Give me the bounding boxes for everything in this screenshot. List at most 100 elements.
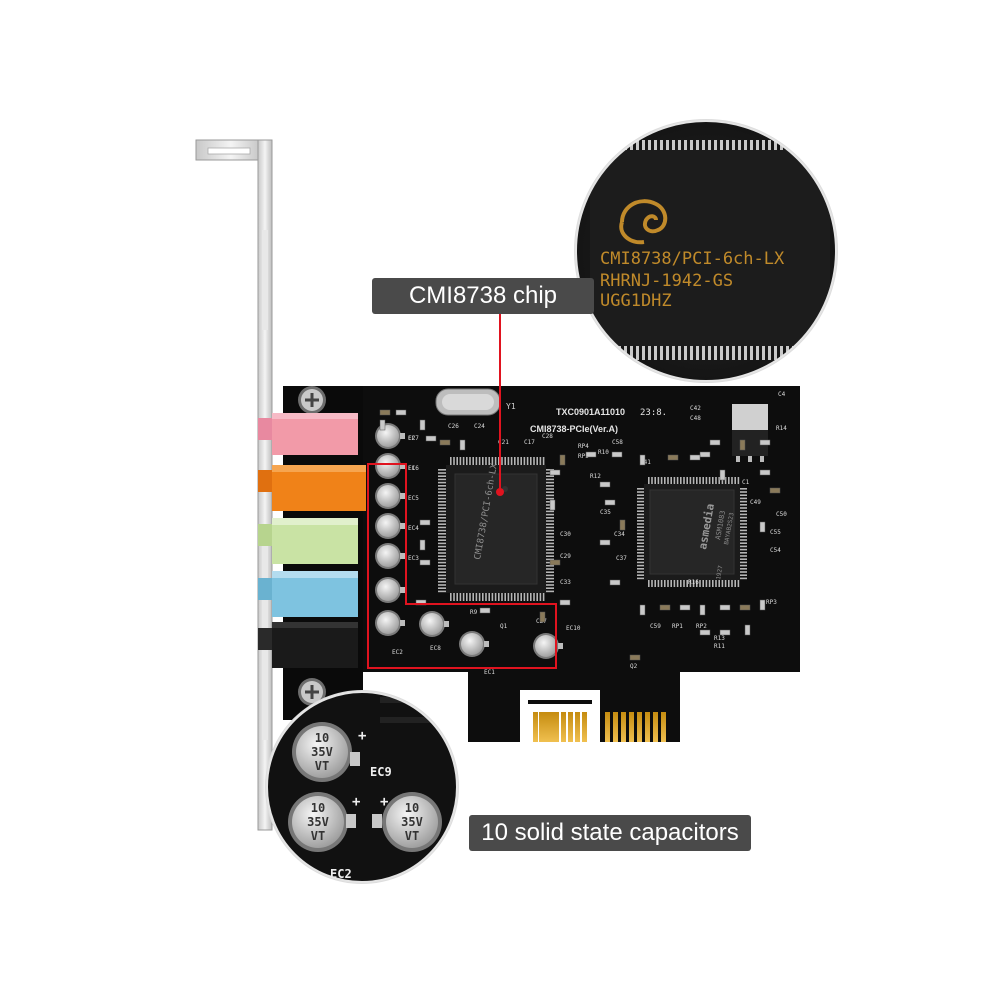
silk-label: EC5 xyxy=(408,495,419,502)
silk-top: TXC0901A11010 xyxy=(556,407,625,417)
jack-green xyxy=(258,518,358,564)
silk-label: EC1 xyxy=(484,669,495,676)
silk-label: C48 xyxy=(690,415,701,422)
gold-finger xyxy=(629,712,634,742)
gold-finger xyxy=(582,712,587,742)
silk-label: EC6 xyxy=(408,465,419,472)
zoom-cap-ec2: 10 35V VT + xyxy=(288,792,360,852)
silk-label: C35 xyxy=(600,509,611,516)
smd-components xyxy=(379,409,781,661)
silk-label: C29 xyxy=(560,553,571,560)
capacitors-callout-label: 10 solid state capacitors xyxy=(469,815,751,851)
chip-pointer-line xyxy=(496,314,504,496)
silk-label: C37 xyxy=(616,555,627,562)
gold-finger xyxy=(645,712,650,742)
svg-text:10: 10 xyxy=(311,801,325,815)
gold-finger xyxy=(547,712,552,742)
voltage-regulator xyxy=(732,404,768,462)
silk-label: R11 xyxy=(714,643,725,650)
svg-text:VT: VT xyxy=(405,829,419,843)
cmi8738-chip: CMI8738/PCI-6ch-LX xyxy=(438,457,554,601)
svg-text:10: 10 xyxy=(315,731,329,745)
silk-label: Q1 xyxy=(500,623,508,630)
crystal-label: Y1 xyxy=(506,402,516,411)
silk-label: RP1 xyxy=(672,623,683,630)
zoom-cap-right: 10 35V VT + xyxy=(372,792,442,852)
gold-finger xyxy=(621,712,626,742)
silk-label: C34 xyxy=(614,531,625,538)
gold-finger xyxy=(613,712,618,742)
silk-label: C30 xyxy=(560,531,571,538)
silk-model: CMI8738-PCIe(Ver.A) xyxy=(530,424,618,434)
silk-label: L1 xyxy=(408,465,416,472)
silk-label: RP4 xyxy=(578,443,589,450)
gold-finger xyxy=(605,712,610,742)
silk-label: RP3 xyxy=(766,599,777,606)
jack-orange xyxy=(258,465,366,511)
silk-label: EC7 xyxy=(408,435,419,442)
gold-finger xyxy=(533,712,538,742)
jack-blue xyxy=(258,571,358,617)
zoom-cap-ec9: 10 35V VT + xyxy=(292,722,366,782)
silk-label: RP5 xyxy=(578,453,589,460)
silk-label: C55 xyxy=(770,529,781,536)
silk-label: Q2 xyxy=(630,663,638,670)
silk-label: C33 xyxy=(560,579,571,586)
silk-label: C21 xyxy=(498,439,509,446)
silk-label: C41 xyxy=(640,459,651,466)
gold-finger xyxy=(540,712,545,742)
zoom-line-2: RHRNJ-1942-GS xyxy=(600,271,733,291)
silk-label: R13 xyxy=(714,635,725,642)
silk-label: R10 xyxy=(598,449,609,456)
silk-label: C58 xyxy=(612,439,623,446)
silk-label: C1 xyxy=(742,479,750,486)
silk-label: R12 xyxy=(590,473,601,480)
silk-label: C4 xyxy=(778,391,786,398)
silk-label: R14 xyxy=(776,425,787,432)
cmedia-logo-icon xyxy=(619,199,668,245)
silk-label: C50 xyxy=(776,511,787,518)
silk-label: C59 xyxy=(650,623,661,630)
silk-label: C49 xyxy=(750,499,761,506)
svg-text:10: 10 xyxy=(405,801,419,815)
silk-label: R16 xyxy=(688,579,699,586)
chip-callout-label: CMI8738 chip xyxy=(372,278,594,314)
gold-finger xyxy=(637,712,642,742)
svg-text:VT: VT xyxy=(315,759,329,773)
silk-label: C24 xyxy=(474,423,485,430)
gold-finger xyxy=(554,712,559,742)
svg-text:35V: 35V xyxy=(307,815,329,829)
gold-finger xyxy=(568,712,573,742)
capacitor-zoom-circle: 10 35V VT + EC9 10 35V VT + EC2 xyxy=(265,690,459,884)
gold-finger xyxy=(561,712,566,742)
jack-pink xyxy=(258,413,358,455)
silk-label: C28 xyxy=(542,433,553,440)
silk-label: C42 xyxy=(690,405,701,412)
screw-top xyxy=(298,386,326,414)
silk-label: EC2 xyxy=(392,649,403,656)
zoom-label-ec9: EC9 xyxy=(370,765,392,779)
capacitor-highlight xyxy=(367,463,557,669)
gold-finger xyxy=(653,712,658,742)
silk-label: EC10 xyxy=(566,625,581,632)
gold-fingers xyxy=(533,712,666,742)
silk-label: C17 xyxy=(524,439,535,446)
svg-text:+: + xyxy=(352,794,360,810)
bridge-number: 1927 xyxy=(715,565,724,581)
svg-text:35V: 35V xyxy=(401,815,423,829)
chip-zoom-circle: CMI8738/PCI-6ch-LX RHRNJ-1942-GS UGG1DHZ xyxy=(574,119,838,383)
zoom-line-1: CMI8738/PCI-6ch-LX xyxy=(600,249,785,269)
zoom-line-3: UGG1DHZ xyxy=(600,291,672,311)
svg-text:+: + xyxy=(380,794,388,810)
svg-text:+: + xyxy=(358,728,366,744)
audio-jacks xyxy=(258,413,366,668)
svg-text:VT: VT xyxy=(311,829,325,843)
silk-label: C54 xyxy=(770,547,781,554)
svg-text:35V: 35V xyxy=(311,745,333,759)
gold-finger xyxy=(661,712,666,742)
silk-label: EC8 xyxy=(430,645,441,652)
gold-finger xyxy=(575,712,580,742)
silk-label: RP2 xyxy=(696,623,707,630)
crystal-oscillator: Y1 xyxy=(435,388,516,416)
